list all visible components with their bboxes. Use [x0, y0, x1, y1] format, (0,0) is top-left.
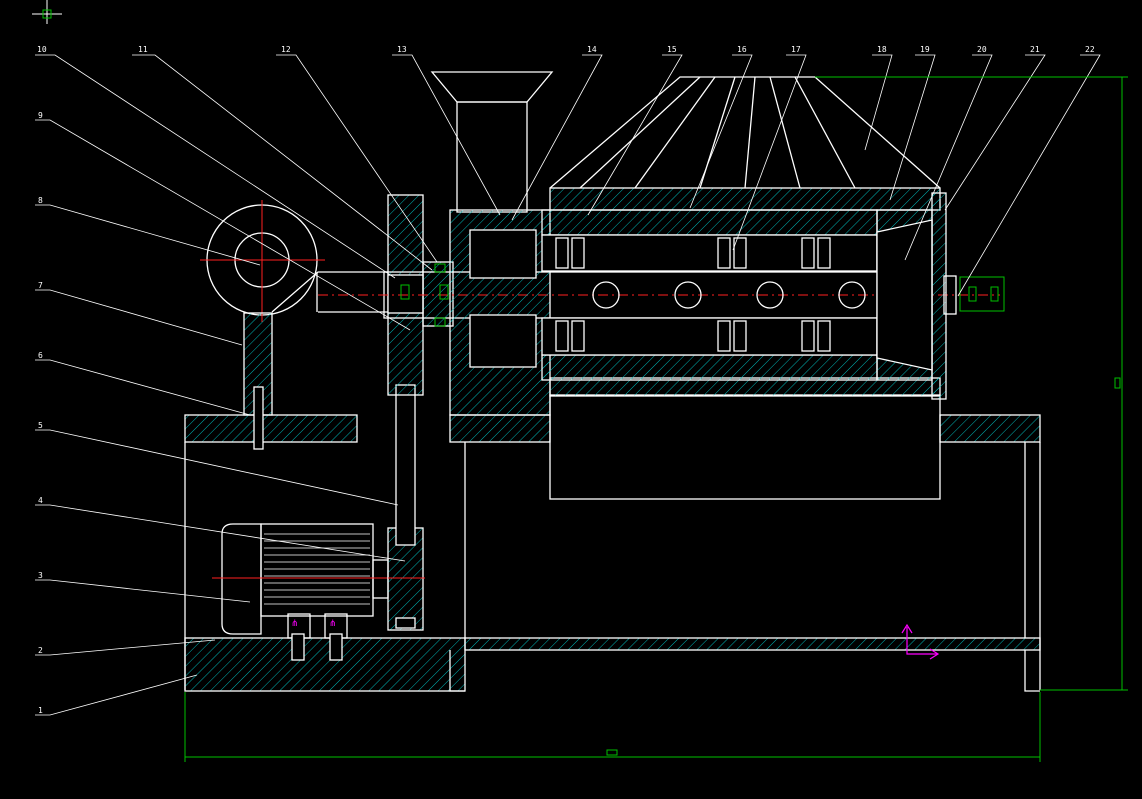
balloon-9: 9 [38, 111, 43, 120]
svg-text:⋔: ⋔ [329, 619, 337, 629]
svg-text:⋔: ⋔ [291, 619, 299, 629]
drum [449, 187, 1005, 416]
balloon-21: 21 [1030, 45, 1040, 54]
balloon-20: 20 [977, 45, 987, 54]
balloon-3: 3 [38, 571, 43, 580]
balloon-5: 5 [38, 421, 43, 430]
dimension-lines [184, 76, 1128, 762]
balloon-4: 4 [38, 496, 43, 505]
crosshair-cursor-icon [32, 0, 62, 24]
hopper [430, 71, 554, 213]
base-frame [184, 394, 1041, 692]
drive-belt [387, 384, 425, 631]
leader-lines [35, 54, 1101, 716]
ucs-axis-icon [901, 623, 940, 660]
balloon-10: 10 [37, 45, 47, 54]
balloon-13: 13 [397, 45, 407, 54]
balloon-12: 12 [281, 45, 291, 54]
balloon-19: 19 [920, 45, 930, 54]
top-cone [549, 76, 941, 189]
balloon-18: 18 [877, 45, 887, 54]
balloon-8: 8 [38, 196, 43, 205]
balloon-17: 17 [791, 45, 801, 54]
main-shaft [318, 194, 1000, 396]
balloon-15: 15 [667, 45, 677, 54]
balloon-16: 16 [737, 45, 747, 54]
balloon-6: 6 [38, 351, 43, 360]
motor: ⋔ ⋔ [212, 523, 400, 661]
balloon-11: 11 [138, 45, 148, 54]
fan [200, 200, 388, 450]
balloon-1: 1 [38, 706, 43, 715]
balloon-14: 14 [587, 45, 597, 54]
balloon-labels: 1 2 3 4 5 6 7 8 9 10 11 12 13 14 15 16 1… [37, 45, 1095, 715]
balloon-7: 7 [38, 281, 43, 290]
balloon-22: 22 [1085, 45, 1095, 54]
balloon-2: 2 [38, 646, 43, 655]
